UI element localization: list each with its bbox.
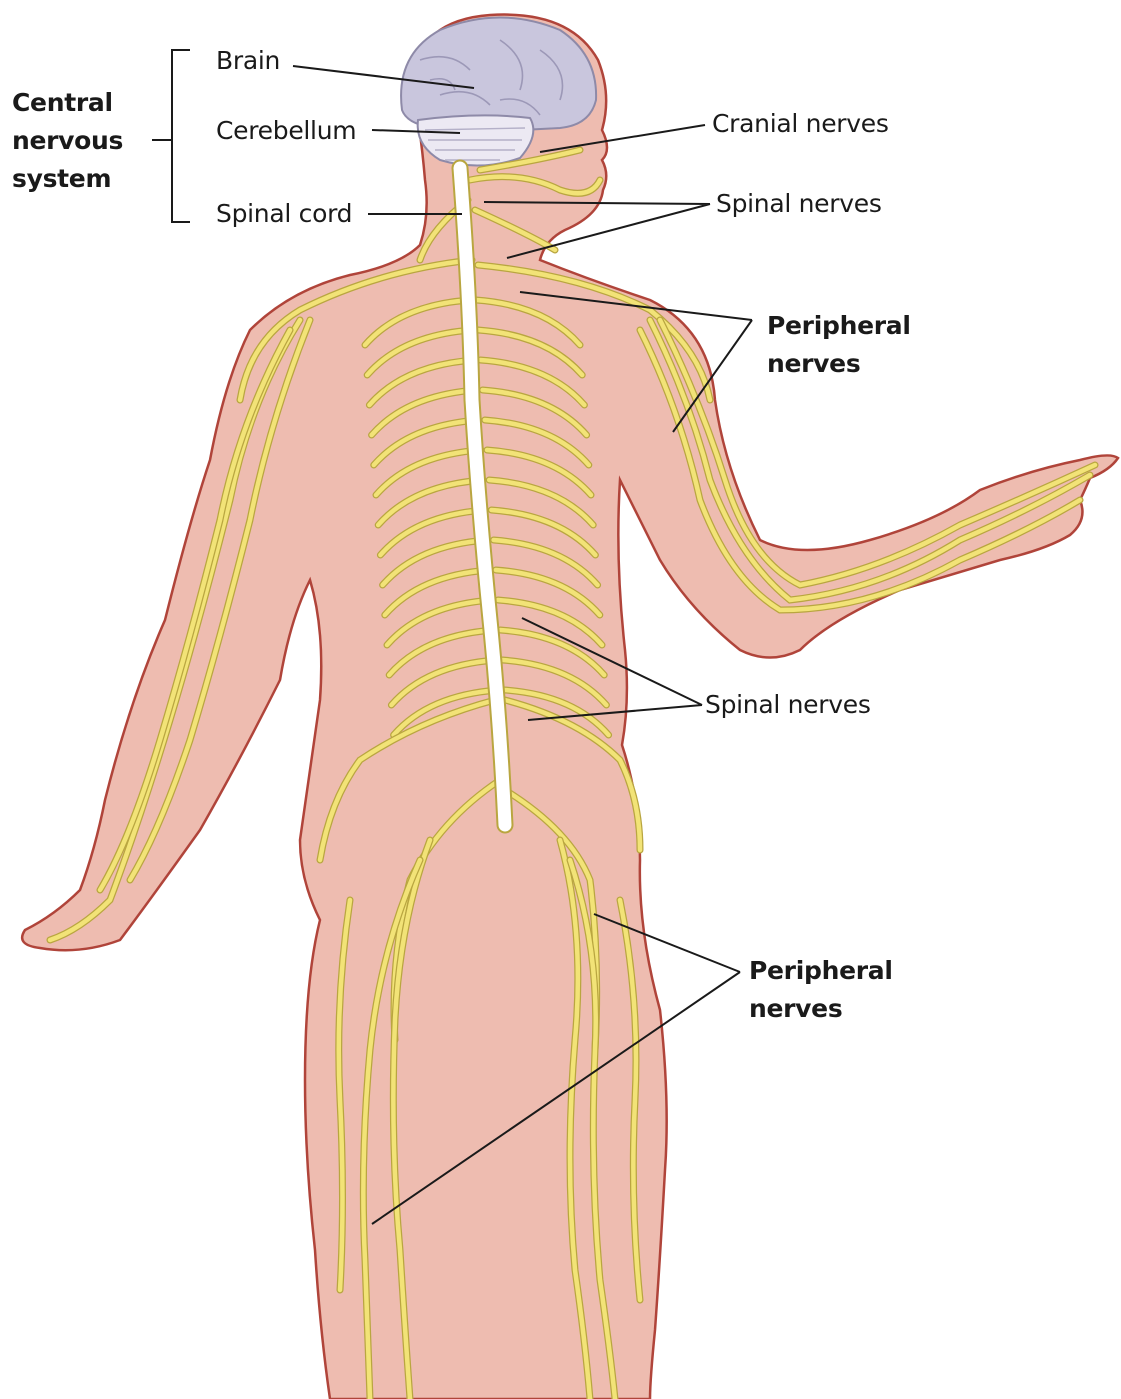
- cns-bracket: [152, 50, 190, 222]
- cns-label: Central nervous system: [12, 84, 123, 198]
- peripheral-nerves-upper-label: Peripheral nerves: [767, 307, 911, 383]
- spinal-nerves-upper-label: Spinal nerves: [716, 189, 882, 218]
- peripheral-nerves-lower-label: Peripheral nerves: [749, 952, 893, 1028]
- spinal-nerves-lower-label: Spinal nerves: [705, 690, 871, 719]
- cranial-nerves-label: Cranial nerves: [712, 109, 889, 138]
- brain-label: Brain: [216, 46, 280, 75]
- cerebellum-label: Cerebellum: [216, 116, 356, 145]
- spinal-cord-label: Spinal cord: [216, 199, 352, 228]
- brain-shape: [401, 18, 596, 131]
